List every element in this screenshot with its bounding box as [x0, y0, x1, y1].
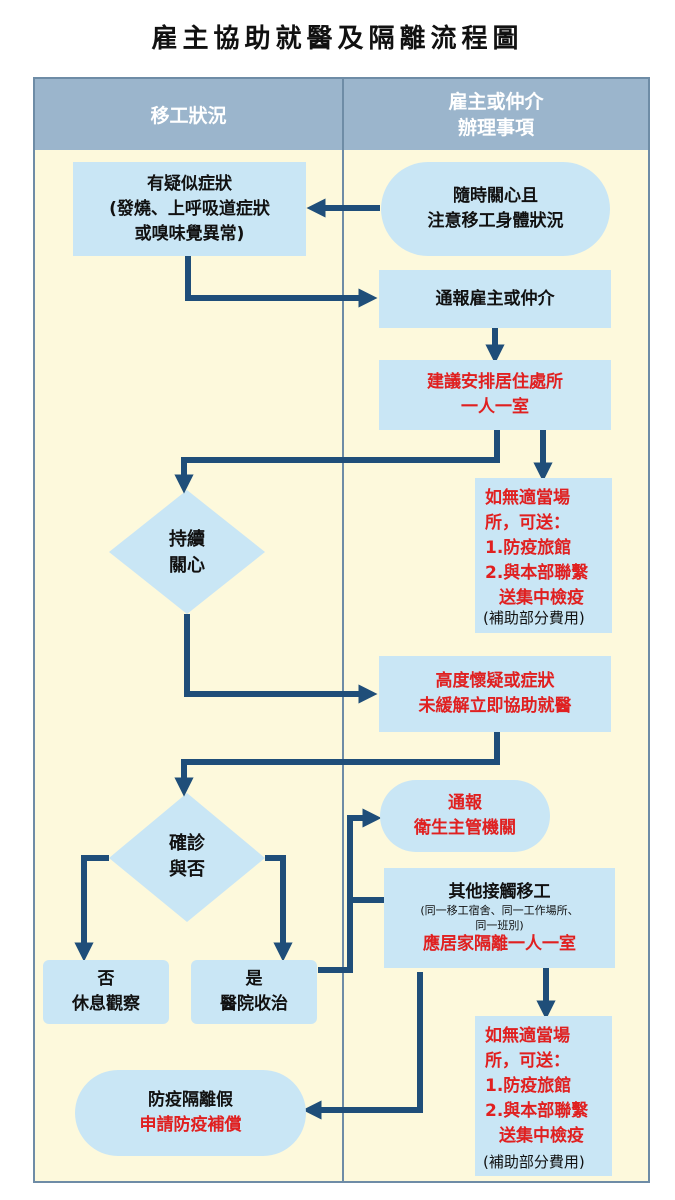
alt1-line-2: 所，可送： — [485, 513, 570, 533]
yes-hospital-node: 是 醫院收治 — [191, 960, 317, 1024]
concern-line-2: 注意移工身體狀況 — [427, 211, 564, 231]
no-line-2: 休息觀察 — [72, 994, 140, 1014]
arrow-yes-to-health — [318, 808, 382, 973]
notify-health-line-1: 通報 — [448, 793, 482, 813]
alt1-line-3: 1.防疫旅館 — [485, 538, 572, 558]
high-suspicion-node: 高度懷疑或症狀 未緩解立即協助就醫 — [379, 656, 611, 732]
lane-header-employer: 雇主或仲介 辦理事項 — [344, 79, 648, 150]
leave-line-1: 防疫隔離假 — [148, 1090, 233, 1110]
alt1-subsidy-note: (補助部分費用) — [483, 609, 585, 627]
alt2-line-5: 送集中檢疫 — [499, 1126, 584, 1146]
yes-line-2: 醫院收治 — [220, 994, 288, 1014]
lane-header-worker-label: 移工狀況 — [150, 105, 227, 127]
contacts-note-line-1: (同一移工宿舍、同一工作場所、 — [420, 904, 579, 917]
single-room-node: 建議安排居住處所 一人一室 — [379, 360, 611, 430]
symptoms-line-2: (發燒、上呼吸道症狀 — [109, 198, 270, 219]
notify-health-node: 通報 衛生主管機關 — [380, 780, 550, 852]
contacts-title: 其他接觸移工 — [448, 882, 551, 902]
arrow-confirmed-to-no — [74, 855, 109, 962]
concern-node: 隨時關心且 注意移工身體狀況 — [381, 162, 610, 256]
confirmed-diamond — [109, 793, 265, 922]
symptoms-node: 有疑似症狀 (發燒、上呼吸道症狀 或嗅味覺異常) — [73, 162, 306, 256]
symptoms-line-1: 有疑似症狀 — [147, 173, 232, 194]
quarantine-leave-node: 防疫隔離假 申請防疫補償 — [75, 1070, 306, 1156]
confirmed-line-1: 確診 — [169, 833, 205, 854]
single-room-line-1: 建議安排居住處所 — [427, 372, 563, 392]
arrow-confirmed-to-yes — [265, 855, 293, 962]
no-rest-node: 否 休息觀察 — [43, 960, 169, 1024]
notify-health-line-2: 衛生主管機關 — [414, 818, 516, 838]
keep-caring-line-1: 持續 — [169, 529, 205, 550]
yes-line-1: 是 — [245, 969, 263, 989]
single-room-line-2: 一人一室 — [461, 397, 529, 417]
alt2-line-2: 所，可送： — [485, 1051, 570, 1071]
keep-caring-diamond — [109, 490, 265, 614]
contacts-note-line-2: 同一班別) — [475, 919, 524, 932]
arrow-room-to-keep-caring — [174, 430, 500, 494]
lane-header-employer-line-2: 辦理事項 — [457, 116, 534, 139]
other-contacts-node: 其他接觸移工 (同一移工宿舍、同一工作場所、 同一班別) 應居家隔離一人一室 — [384, 868, 615, 968]
arrow-contacts-to-leave — [302, 972, 423, 1120]
alt-placement-node-1: 如無適當場 所，可送： 1.防疫旅館 2.與本部聯繫 送集中檢疫 — [475, 478, 612, 633]
arrow-keep-caring-to-high — [184, 614, 378, 704]
lane-header-employer-line-1: 雇主或仲介 — [448, 90, 544, 113]
alt1-line-1: 如無適當場 — [485, 488, 570, 508]
alt2-line-1: 如無適當場 — [485, 1026, 570, 1046]
no-line-1: 否 — [97, 969, 115, 989]
lane-divider — [342, 79, 344, 1181]
notify-employer-node: 通報雇主或仲介 — [379, 270, 611, 328]
leave-line-2: 申請防疫補償 — [139, 1115, 242, 1135]
symptoms-line-3: 或嗅味覺異常) — [134, 223, 245, 244]
confirmed-label: 確診 與否 — [127, 826, 247, 888]
confirmed-line-2: 與否 — [169, 859, 205, 880]
high-suspicion-line-2: 未緩解立即協助就醫 — [418, 696, 572, 716]
alt2-line-4: 2.與本部聯繫 — [485, 1101, 589, 1121]
page-title: 雇主協助就醫及隔離流程圖 — [151, 24, 524, 54]
alt1-line-4: 2.與本部聯繫 — [485, 563, 589, 583]
contacts-action: 應居家隔離一人一室 — [423, 934, 576, 954]
notify-employer-label: 通報雇主或仲介 — [435, 288, 555, 309]
alt-placement-node-2: 如無適當場 所，可送： 1.防疫旅館 2.與本部聯繫 送集中檢疫 — [475, 1016, 612, 1176]
concern-line-1: 隨時關心且 — [453, 186, 538, 206]
arrow-symptoms-to-notify — [185, 256, 378, 308]
alt2-subsidy-note: (補助部分費用) — [483, 1153, 585, 1171]
alt2-line-3: 1.防疫旅館 — [485, 1076, 572, 1096]
keep-caring-label: 持續 關心 — [127, 522, 247, 584]
arrow-high-to-confirmed — [174, 732, 500, 797]
keep-caring-line-2: 關心 — [169, 555, 205, 576]
alt1-line-5: 送集中檢疫 — [499, 588, 584, 608]
high-suspicion-line-1: 高度懷疑或症狀 — [435, 671, 555, 691]
lane-header-worker: 移工狀況 — [35, 79, 342, 150]
